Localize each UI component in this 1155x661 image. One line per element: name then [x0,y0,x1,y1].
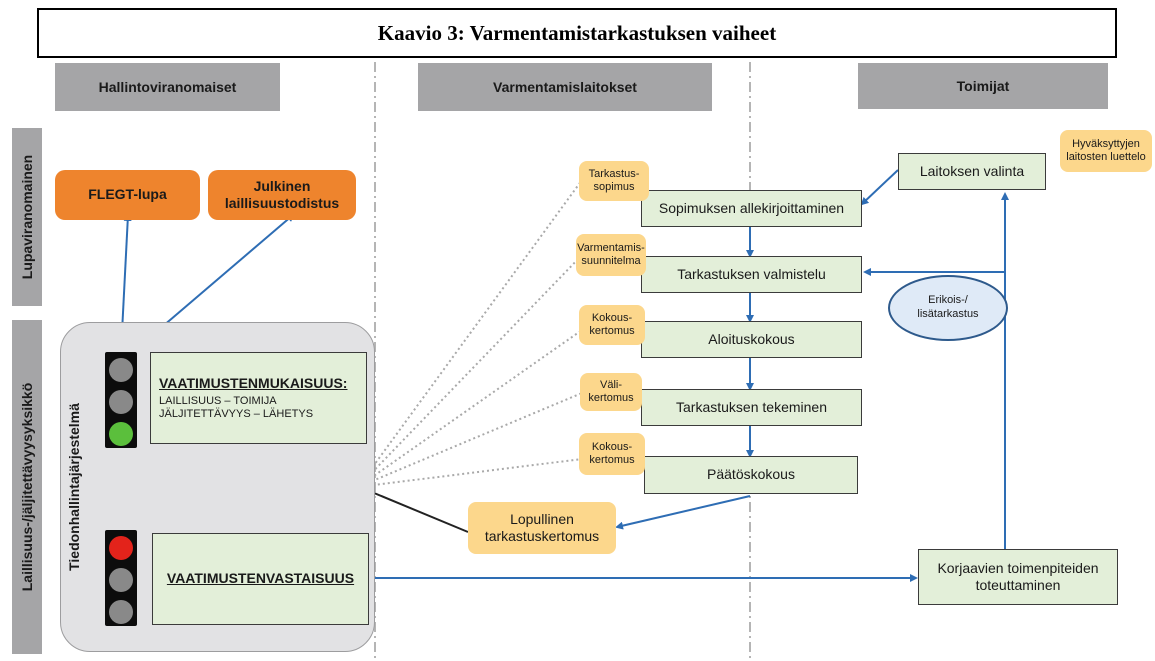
step-audit-preparation: Tarkastuksen valmistelu [641,256,862,293]
compliance-title: VAATIMUSTENMUKAISUUS: [159,375,348,391]
final-report-line-1: Lopullinen [510,511,574,528]
row-label-legality: Laillisuus-/jäljitettävyysyksikkö [12,320,42,654]
special-audit-ellipse: Erikois-/lisätarkastus [888,275,1008,341]
note-1-line-1: Tarkastus- [588,167,640,180]
special-line-2: lisätarkastus [917,308,979,320]
special-line-1: Erikois-/ [928,294,968,307]
corrective-line-1: Korjaavien toimenpiteiden [937,559,1099,576]
noncompliance-text: VAATIMUSTENVASTAISUUS [166,570,355,587]
green-light-icon [109,422,133,446]
note-5-line-2: kertomus [589,454,635,466]
note-meeting-report-1: Kokous-kertomus [579,305,645,345]
step-closing-meeting: Päätöskokous [644,456,858,494]
flegt-license-box: FLEGT-lupa [55,170,200,220]
step-audit-execution: Tarkastuksen tekeminen [641,389,862,426]
note-2-line-1: Varmentamis- [577,241,645,254]
note-3-line-2: kertomus [589,325,635,337]
approved-list-line-2: laitosten luettelo [1066,151,1146,163]
certificate-line-1: Julkinen [253,177,311,194]
step-opening-meeting: Aloituskokous [641,321,862,358]
column-header-operators: Toimijat [858,63,1108,109]
note-audit-contract: Tarkastus-sopimus [579,161,649,201]
step-contract-signing: Sopimuksen allekirjoittaminen [641,190,862,227]
bulb-off-icon [109,568,133,592]
diagram-title: Kaavio 3: Varmentamistarkastuksen vaihee… [37,8,1117,58]
operator-selection-box: Laitoksen valinta [898,153,1046,190]
compliance-box: VAATIMUSTENMUKAISUUS: LAILLISUUS – TOIMI… [150,352,367,444]
traffic-light-green [105,352,137,448]
compliance-sub-2: JÄLJITETTÄVYYS – LÄHETYS [159,408,314,421]
corrective-line-2: toteuttaminen [975,577,1061,593]
row-label-legality-text: Laillisuus-/jäljitettävyysyksikkö [19,382,35,592]
note-5-line-1: Kokous- [591,440,633,453]
approved-list-line-1: Hyväksyttyjen [1072,137,1140,150]
final-report-line-2: tarkastuskertomus [484,528,600,544]
red-light-icon [109,536,133,560]
row-label-licensing: Lupaviranomainen [12,128,42,306]
noncompliance-box: VAATIMUSTENVASTAISUUS [152,533,369,625]
certificate-line-2: laillisuustodistus [224,195,340,211]
column-header-authorities: Hallintoviranomaiset [55,63,280,111]
note-1-line-2: sopimus [593,181,635,193]
column-header-certification-bodies: Varmentamislaitokset [418,63,712,111]
traffic-light-red [105,530,137,626]
bulb-off-icon [109,600,133,624]
note-meeting-report-2: Kokous-kertomus [579,433,645,475]
note-4-line-1: Väli- [599,378,622,391]
row-label-licensing-text: Lupaviranomainen [19,154,35,280]
note-4-line-2: kertomus [588,392,634,404]
note-2-line-2: suunnitelma [581,255,641,267]
information-system-label: Tiedonhallintajärjestelmä [66,403,82,571]
bulb-off-icon [109,358,133,382]
compliance-sub-1: LAILLISUUS – TOIMIJA [159,394,277,407]
column-separators [374,62,751,661]
note-interim-report: Väli-kertomus [580,373,642,411]
dotted-links [357,179,583,488]
bulb-off-icon [109,390,133,414]
note-verification-plan: Varmentamis-suunnitelma [576,234,646,276]
note-3-line-1: Kokous- [591,311,633,324]
